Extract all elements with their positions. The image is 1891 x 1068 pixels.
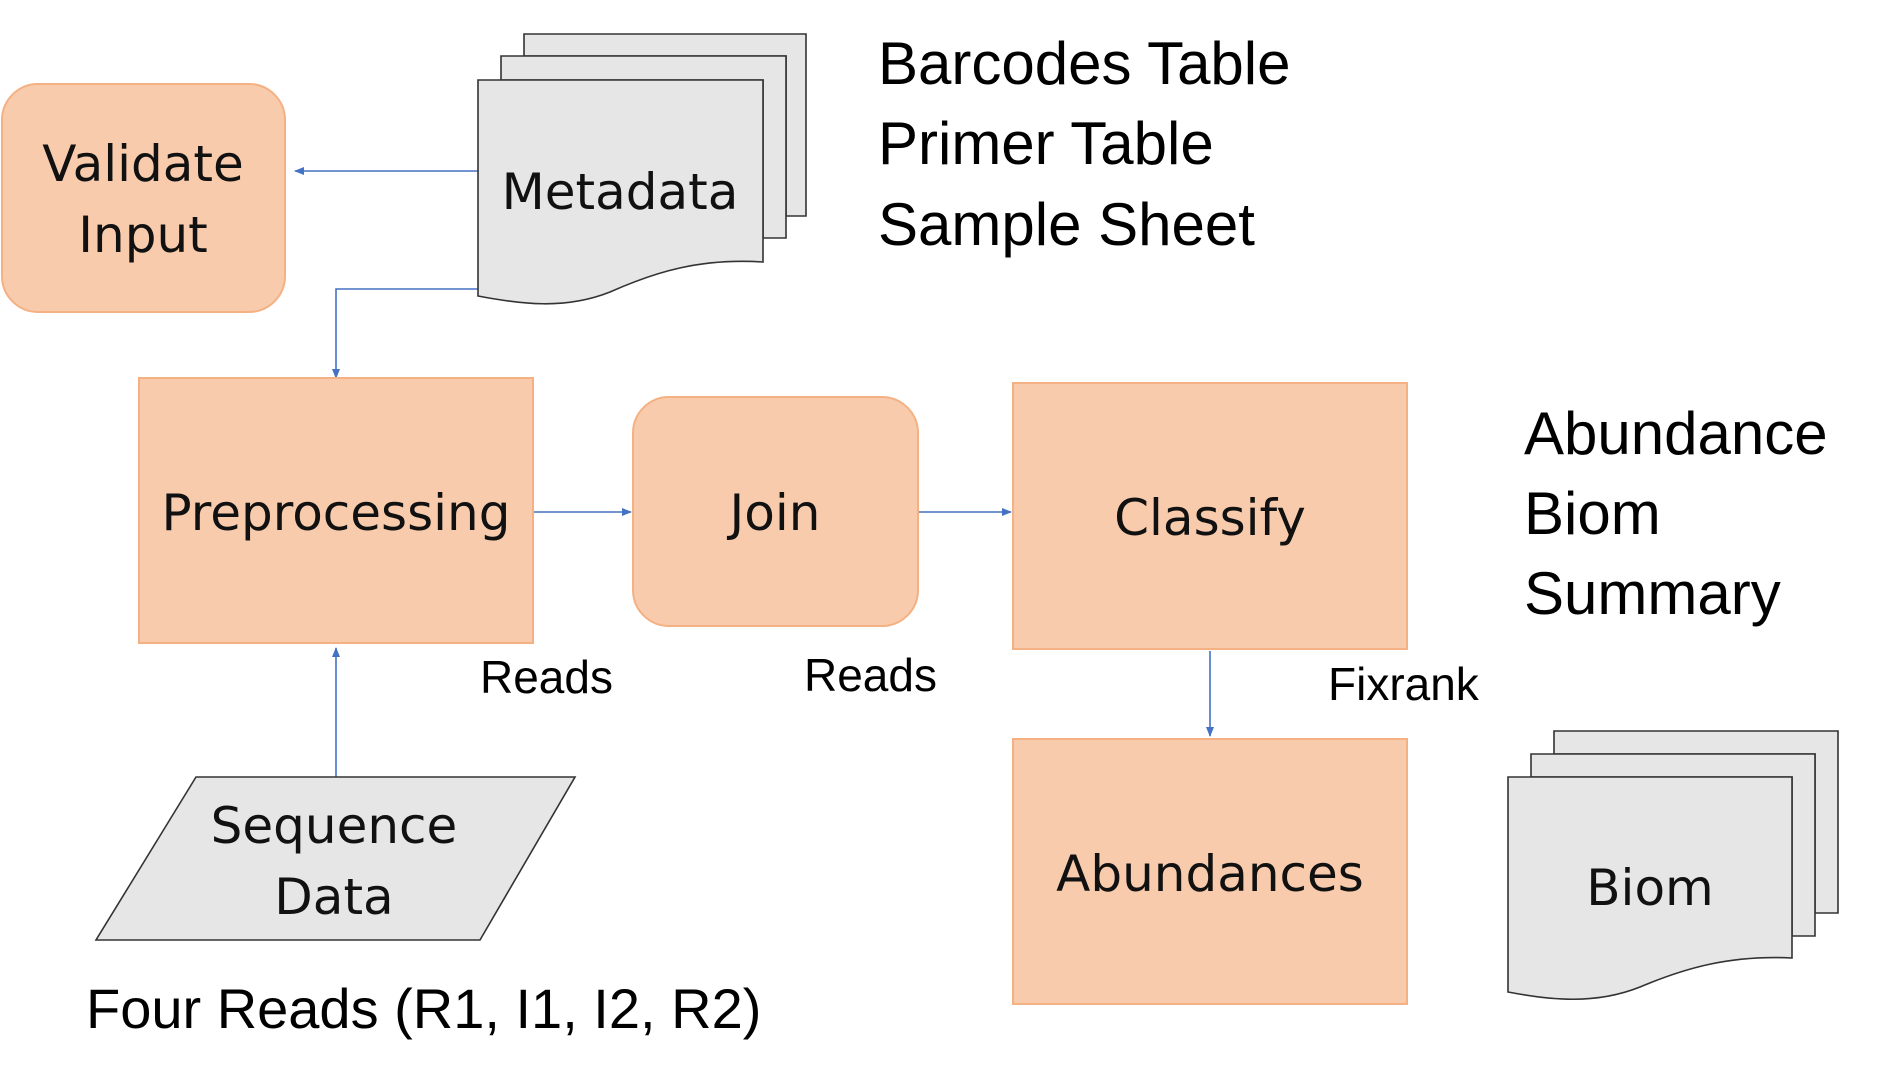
biom-doc-front bbox=[1507, 776, 1793, 1001]
sequence-data-label-line1: Sequence bbox=[211, 797, 458, 855]
four-reads-caption: Four Reads (R1, I1, I2, R2) bbox=[86, 977, 761, 1040]
connectors bbox=[294, 167, 1214, 777]
join-node: Join bbox=[632, 396, 919, 627]
edge-label-reads-2: Reads bbox=[804, 649, 937, 701]
preprocessing-node: Preprocessing bbox=[138, 377, 534, 644]
metadata-label: Metadata bbox=[502, 163, 739, 221]
metadata-file-primer: Primer Table bbox=[878, 110, 1214, 177]
classify-node: Classify bbox=[1012, 382, 1408, 650]
edge-label-fixrank: Fixrank bbox=[1328, 658, 1480, 710]
edge-label-reads-1: Reads bbox=[480, 651, 613, 703]
output-biom: Biom bbox=[1524, 480, 1661, 547]
abundances-node: Abundances bbox=[1012, 738, 1408, 1005]
preprocessing-label: Preprocessing bbox=[162, 484, 511, 542]
biom-document-stack: Biom bbox=[1507, 730, 1839, 1001]
validate-input-node: Validate Input bbox=[1, 83, 286, 313]
join-label: Join bbox=[727, 484, 821, 542]
output-summary: Summary bbox=[1524, 560, 1781, 627]
biom-doc-label: Biom bbox=[1586, 859, 1714, 917]
metadata-doc-front bbox=[477, 79, 764, 305]
outputs-list: Abundance Biom Summary bbox=[1524, 400, 1828, 627]
sequence-data-label-line2: Data bbox=[274, 868, 393, 926]
validate-input-label-line2: Input bbox=[78, 206, 207, 264]
validate-input-label-line1: Validate bbox=[42, 135, 244, 193]
classify-label: Classify bbox=[1114, 489, 1306, 547]
metadata-files-list: Barcodes Table Primer Table Sample Sheet bbox=[878, 30, 1291, 258]
metadata-file-sample-sheet: Sample Sheet bbox=[878, 191, 1255, 258]
sequence-data-node: Sequence Data bbox=[94, 776, 577, 941]
abundances-label: Abundances bbox=[1056, 845, 1364, 903]
metadata-file-barcodes: Barcodes Table bbox=[878, 30, 1291, 97]
output-abundance: Abundance bbox=[1524, 400, 1828, 467]
arrow-metadata-to-preprocessing bbox=[332, 288, 478, 379]
metadata-document-stack: Metadata bbox=[477, 33, 807, 305]
